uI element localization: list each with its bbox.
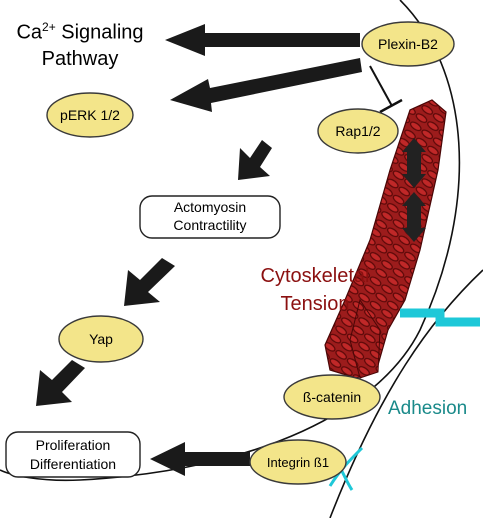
inhibition-plexin-rap	[369, 65, 403, 114]
plexin-label: Plexin-B2	[378, 36, 438, 52]
integrin-label: Integrin ß1	[267, 455, 329, 470]
tension-line: Tension	[280, 293, 350, 315]
tension-double-arrow-upper	[402, 138, 426, 188]
node-perk	[46, 92, 134, 138]
yap-label: Yap	[89, 331, 113, 347]
proliferation-label-1: Proliferation	[36, 437, 111, 453]
actomyosin-label-2: Contractility	[173, 217, 246, 233]
neighbor-membrane	[329, 269, 483, 518]
proliferation-label-2: Differentiation	[30, 456, 116, 472]
adhesion-junction-marker	[400, 308, 480, 327]
box-actomyosin	[139, 195, 281, 239]
cytoskeletal-tension-label: Cytoskeletal Tension	[250, 262, 380, 318]
ca-signaling-title: Ca2+ Signaling Pathway	[10, 14, 150, 72]
perk-label: pERK 1/2	[60, 107, 120, 123]
arrow-to-proliferation	[36, 360, 85, 406]
adhesion-label: Adhesion	[388, 398, 468, 419]
node-plexin-b2	[361, 21, 455, 67]
arrow-plexin-to-perk	[170, 58, 362, 112]
cytoskeletal-line: Cytoskeletal	[260, 265, 370, 287]
node-catenin	[283, 374, 381, 420]
box-proliferation	[5, 431, 141, 478]
catenin-label: ß-catenin	[303, 389, 361, 405]
tension-double-arrow-lower	[402, 192, 426, 242]
arrow-plexin-to-ca	[165, 24, 360, 56]
rap-label: Rap1/2	[335, 123, 380, 139]
ca-title-line2: Pathway	[41, 47, 119, 70]
actomyosin-label-1: Actomyosin	[174, 199, 246, 215]
ca-title-line1: Ca2+ Signaling	[16, 20, 144, 44]
arrow-to-yap	[124, 258, 175, 306]
arrow-to-actomyosin	[238, 140, 272, 180]
arrow-integrin-to-proliferation	[150, 442, 250, 476]
node-integrin	[249, 439, 347, 485]
node-yap	[58, 315, 144, 363]
node-rap	[317, 108, 399, 154]
